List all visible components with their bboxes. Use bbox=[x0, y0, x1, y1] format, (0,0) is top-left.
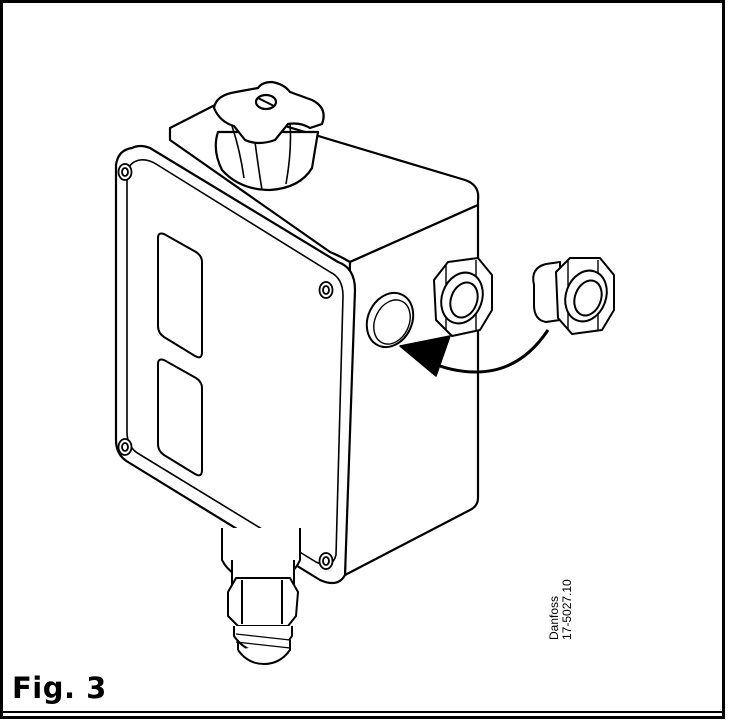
cover-windows bbox=[157, 232, 203, 477]
cover-screws bbox=[117, 163, 334, 570]
scale-window-upper bbox=[157, 232, 203, 359]
adjustment-knob bbox=[212, 80, 325, 192]
connector-hex-nut bbox=[227, 577, 299, 627]
drawing-number: 17-5027.10 bbox=[560, 579, 574, 640]
cable-entry-hole bbox=[365, 291, 415, 349]
arrow-head bbox=[399, 335, 451, 377]
drawing-code-block: Danfoss 17-5027.10 bbox=[547, 579, 574, 640]
assembly-arrow bbox=[399, 329, 550, 377]
installed-cable-gland bbox=[433, 257, 493, 337]
figure-caption: Fig. 3 bbox=[12, 671, 107, 705]
loose-cable-gland bbox=[532, 257, 615, 335]
pressure-connector bbox=[221, 528, 301, 665]
scale-window-lower bbox=[157, 358, 203, 477]
